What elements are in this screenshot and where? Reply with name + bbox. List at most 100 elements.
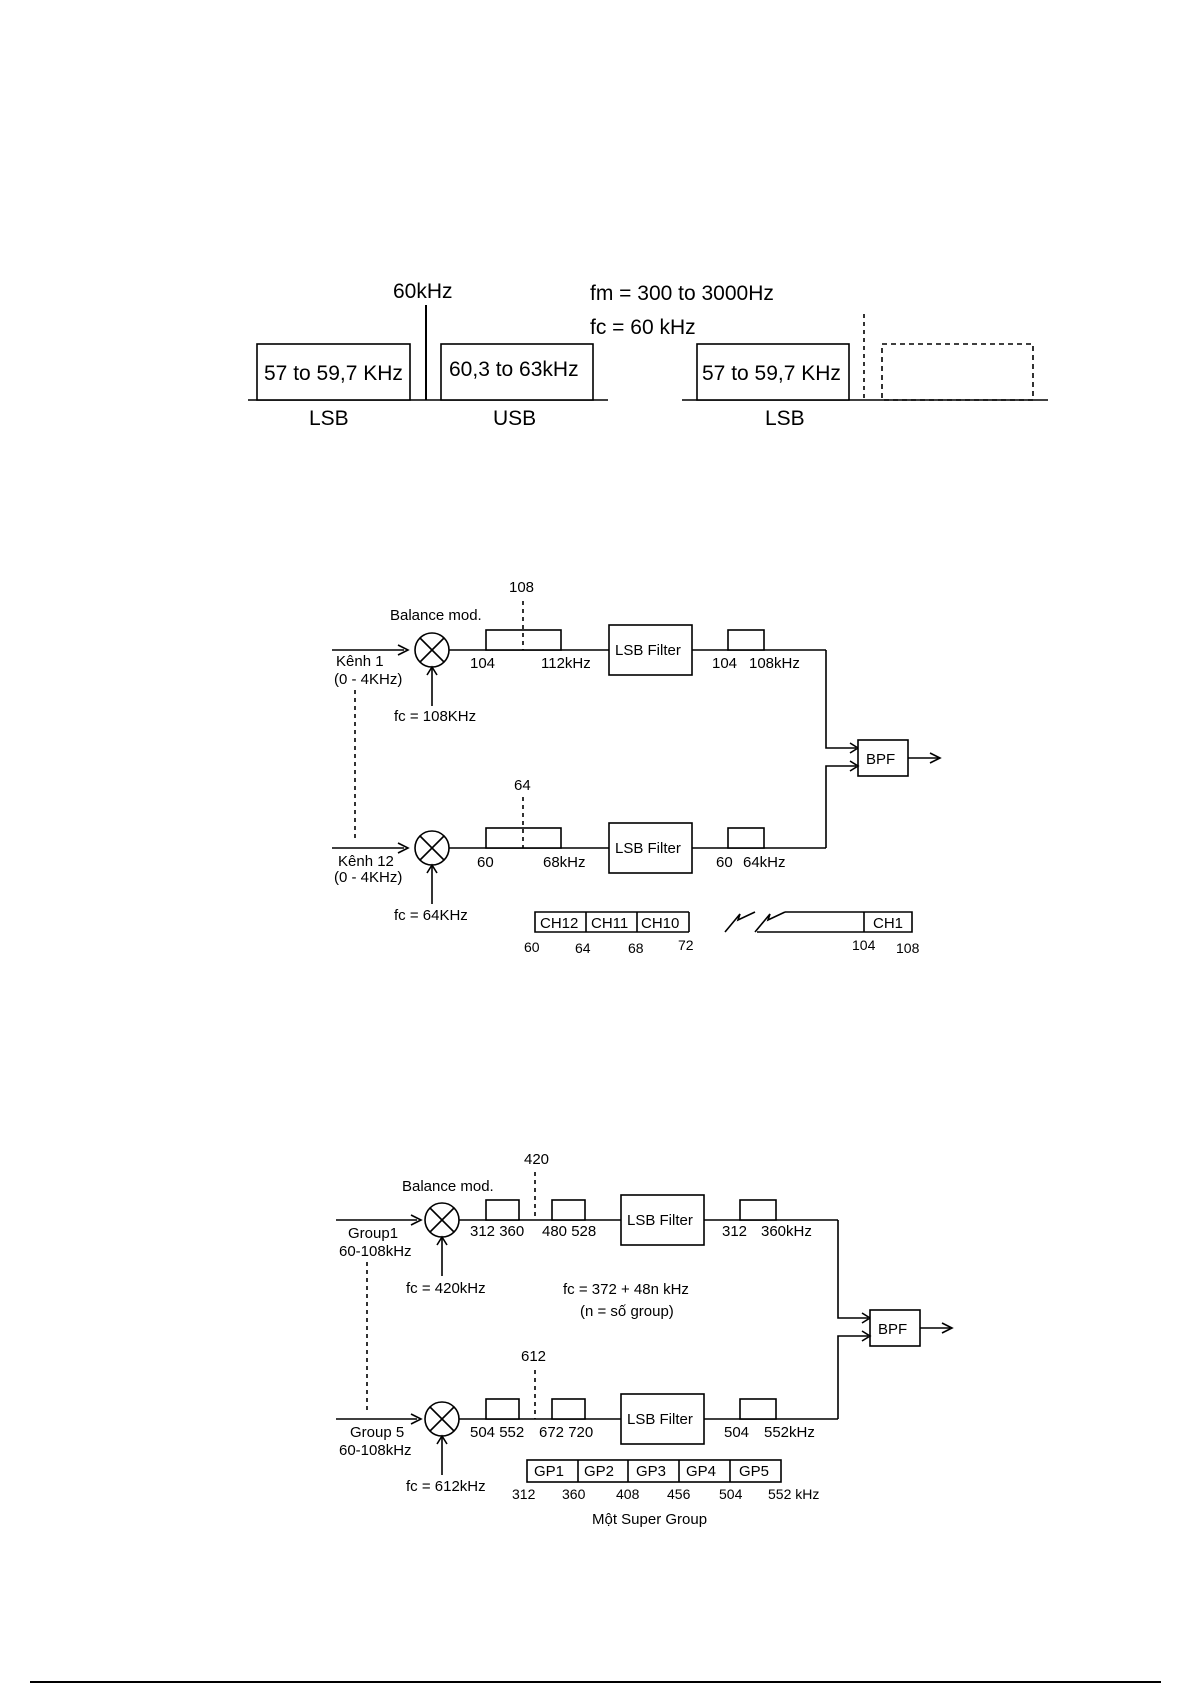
g1-usb-band xyxy=(551,1199,586,1221)
ch12-to-bpf xyxy=(825,765,856,848)
g5-mixer-cross-b xyxy=(429,1406,455,1432)
lsb-band-label: 57 to 59,7 KHz xyxy=(264,362,403,385)
sg-cell-gp1: GP1 xyxy=(534,1463,564,1480)
lsb-box xyxy=(256,343,411,401)
group-cell-ch11: CH11 xyxy=(591,915,628,932)
sg-cell-gp2: GP2 xyxy=(584,1463,614,1480)
group-tick-64: 64 xyxy=(575,940,591,956)
ch12-fc-label: fc = 64KHz xyxy=(394,907,468,924)
sg-tick-552: 552 kHz xyxy=(768,1486,819,1502)
ch12-bpf-arrow xyxy=(849,760,860,772)
ch12-band-high: 68kHz xyxy=(543,854,586,871)
ch1-range: (0 - 4KHz) xyxy=(334,671,402,688)
group-tick-60: 60 xyxy=(524,939,540,955)
sg-bpf-label: BPF xyxy=(878,1321,907,1338)
g1-lsb-band xyxy=(485,1199,520,1221)
g1-filter-label: LSB Filter xyxy=(627,1212,693,1229)
g1-out-band xyxy=(739,1199,777,1221)
group-cell-ch1: CH1 xyxy=(873,915,903,932)
group-strip-break-b xyxy=(754,911,786,933)
g5-fc-arrow xyxy=(436,1434,448,1445)
balance-mod-label: Balance mod. xyxy=(390,607,482,624)
supergroup-diagram: Balance mod. 420 Group1 60-108kHz fc = 4… xyxy=(336,1151,954,1528)
group-tick-68: 68 xyxy=(628,940,644,956)
group-bpf-label: BPF xyxy=(866,751,895,768)
ch1-band-high: 112kHz xyxy=(541,655,591,672)
top-dotted-label: 108 xyxy=(509,579,534,596)
g5-filter-label: LSB Filter xyxy=(627,1411,693,1428)
group-cell-ch10: CH10 xyxy=(641,915,679,932)
ch12-out-high: 64kHz xyxy=(743,854,786,871)
sg-bpf xyxy=(869,1309,921,1347)
group-tick-108: 108 xyxy=(896,940,920,956)
g1-input-arrow xyxy=(410,1214,423,1226)
group-tick-104: 104 xyxy=(852,937,876,953)
ch12-name: Kênh 12 xyxy=(338,853,394,870)
ch12-out-low: 60 xyxy=(716,854,733,871)
g5-out-high: 552kHz xyxy=(764,1424,815,1441)
sg-cell-gp4: GP4 xyxy=(686,1463,716,1480)
sg-tick-360: 360 xyxy=(562,1486,586,1502)
ch12-band-low: 60 xyxy=(477,854,494,871)
g5-out-band xyxy=(739,1398,777,1420)
ch1-name: Kênh 1 xyxy=(336,653,384,670)
g1-fc-label: fc = 420kHz xyxy=(406,1280,486,1297)
ch12-lsb-filter xyxy=(608,822,693,874)
usb-band-label: 60,3 to 63kHz xyxy=(449,358,579,381)
bot-dotted-label: 64 xyxy=(514,777,531,794)
lsb-band-label-right: 57 to 59,7 KHz xyxy=(702,362,841,385)
ch1-out-high: 108kHz xyxy=(749,655,800,672)
page-bottom-rule xyxy=(30,1681,1161,1683)
fm-label: fm = 300 to 3000Hz xyxy=(590,282,774,305)
group-spectrum-strip-right xyxy=(757,911,913,933)
g1-mixer-cross-b xyxy=(429,1207,455,1233)
ch1-fc-arrow xyxy=(426,665,438,676)
lsb-caption: LSB xyxy=(309,407,349,430)
group-bpf-out-arrow xyxy=(929,752,942,764)
g5-out-low: 504 xyxy=(724,1424,749,1441)
ch1-input-arrow xyxy=(397,644,410,656)
g5-name: Group 5 xyxy=(350,1424,404,1441)
ch1-to-bpf xyxy=(825,650,856,749)
g1-to-bpf xyxy=(837,1220,868,1319)
sg-formula: fc = 372 + 48n kHz xyxy=(563,1281,689,1298)
g5-to-bpf xyxy=(837,1335,868,1419)
g5-input-arrow xyxy=(410,1413,423,1425)
carrier-label: 60kHz xyxy=(393,280,453,303)
lsb-box-right xyxy=(696,343,850,401)
sg-bot-dotted-label: 612 xyxy=(521,1348,546,1365)
fc-label: fc = 60 kHz xyxy=(590,316,696,339)
g1-out-low: 312 xyxy=(722,1223,747,1240)
ch1-filter-label: LSB Filter xyxy=(615,642,681,659)
sg-bpf-out-arrow xyxy=(941,1322,954,1334)
suppressed-usb-box xyxy=(881,343,1034,401)
sg-balance-mod-label: Balance mod. xyxy=(402,1178,494,1195)
group-diagram: Balance mod. 108 Kênh 1 (0 - 4KHz) fc = … xyxy=(332,579,942,956)
g1-range: 60-108kHz xyxy=(339,1243,412,1260)
g5-range: 60-108kHz xyxy=(339,1442,412,1459)
group-cell-ch12: CH12 xyxy=(540,915,578,932)
ch12-filter-label: LSB Filter xyxy=(615,840,681,857)
ch1-out-band xyxy=(727,629,765,651)
sg-tick-408: 408 xyxy=(616,1486,640,1502)
g5-bands-up: 672 720 xyxy=(539,1424,593,1441)
g5-fc-label: fc = 612kHz xyxy=(406,1478,486,1495)
g1-out-high: 360kHz xyxy=(761,1223,812,1240)
lsb-caption-right: LSB xyxy=(765,407,805,430)
g5-bands-low: 504 552 xyxy=(470,1424,524,1441)
g5-bpf-arrow xyxy=(861,1330,872,1342)
g1-bands-up: 480 528 xyxy=(542,1223,596,1240)
ch1-fc-label: fc = 108KHz xyxy=(394,708,476,725)
ch1-out-low: 104 xyxy=(712,655,737,672)
group-spectrum-strip-left xyxy=(534,911,689,933)
sg-caption: Một Super Group xyxy=(592,1511,707,1528)
ch12-range: (0 - 4KHz) xyxy=(334,869,402,886)
sg-top-dotted-label: 420 xyxy=(524,1151,549,1168)
group-tick-72: 72 xyxy=(678,937,694,953)
sg-cell-gp3: GP3 xyxy=(636,1463,666,1480)
ch1-lsb-filter xyxy=(608,624,693,676)
ch12-fc-arrow xyxy=(426,863,438,874)
sg-spectrum-strip xyxy=(526,1459,782,1483)
